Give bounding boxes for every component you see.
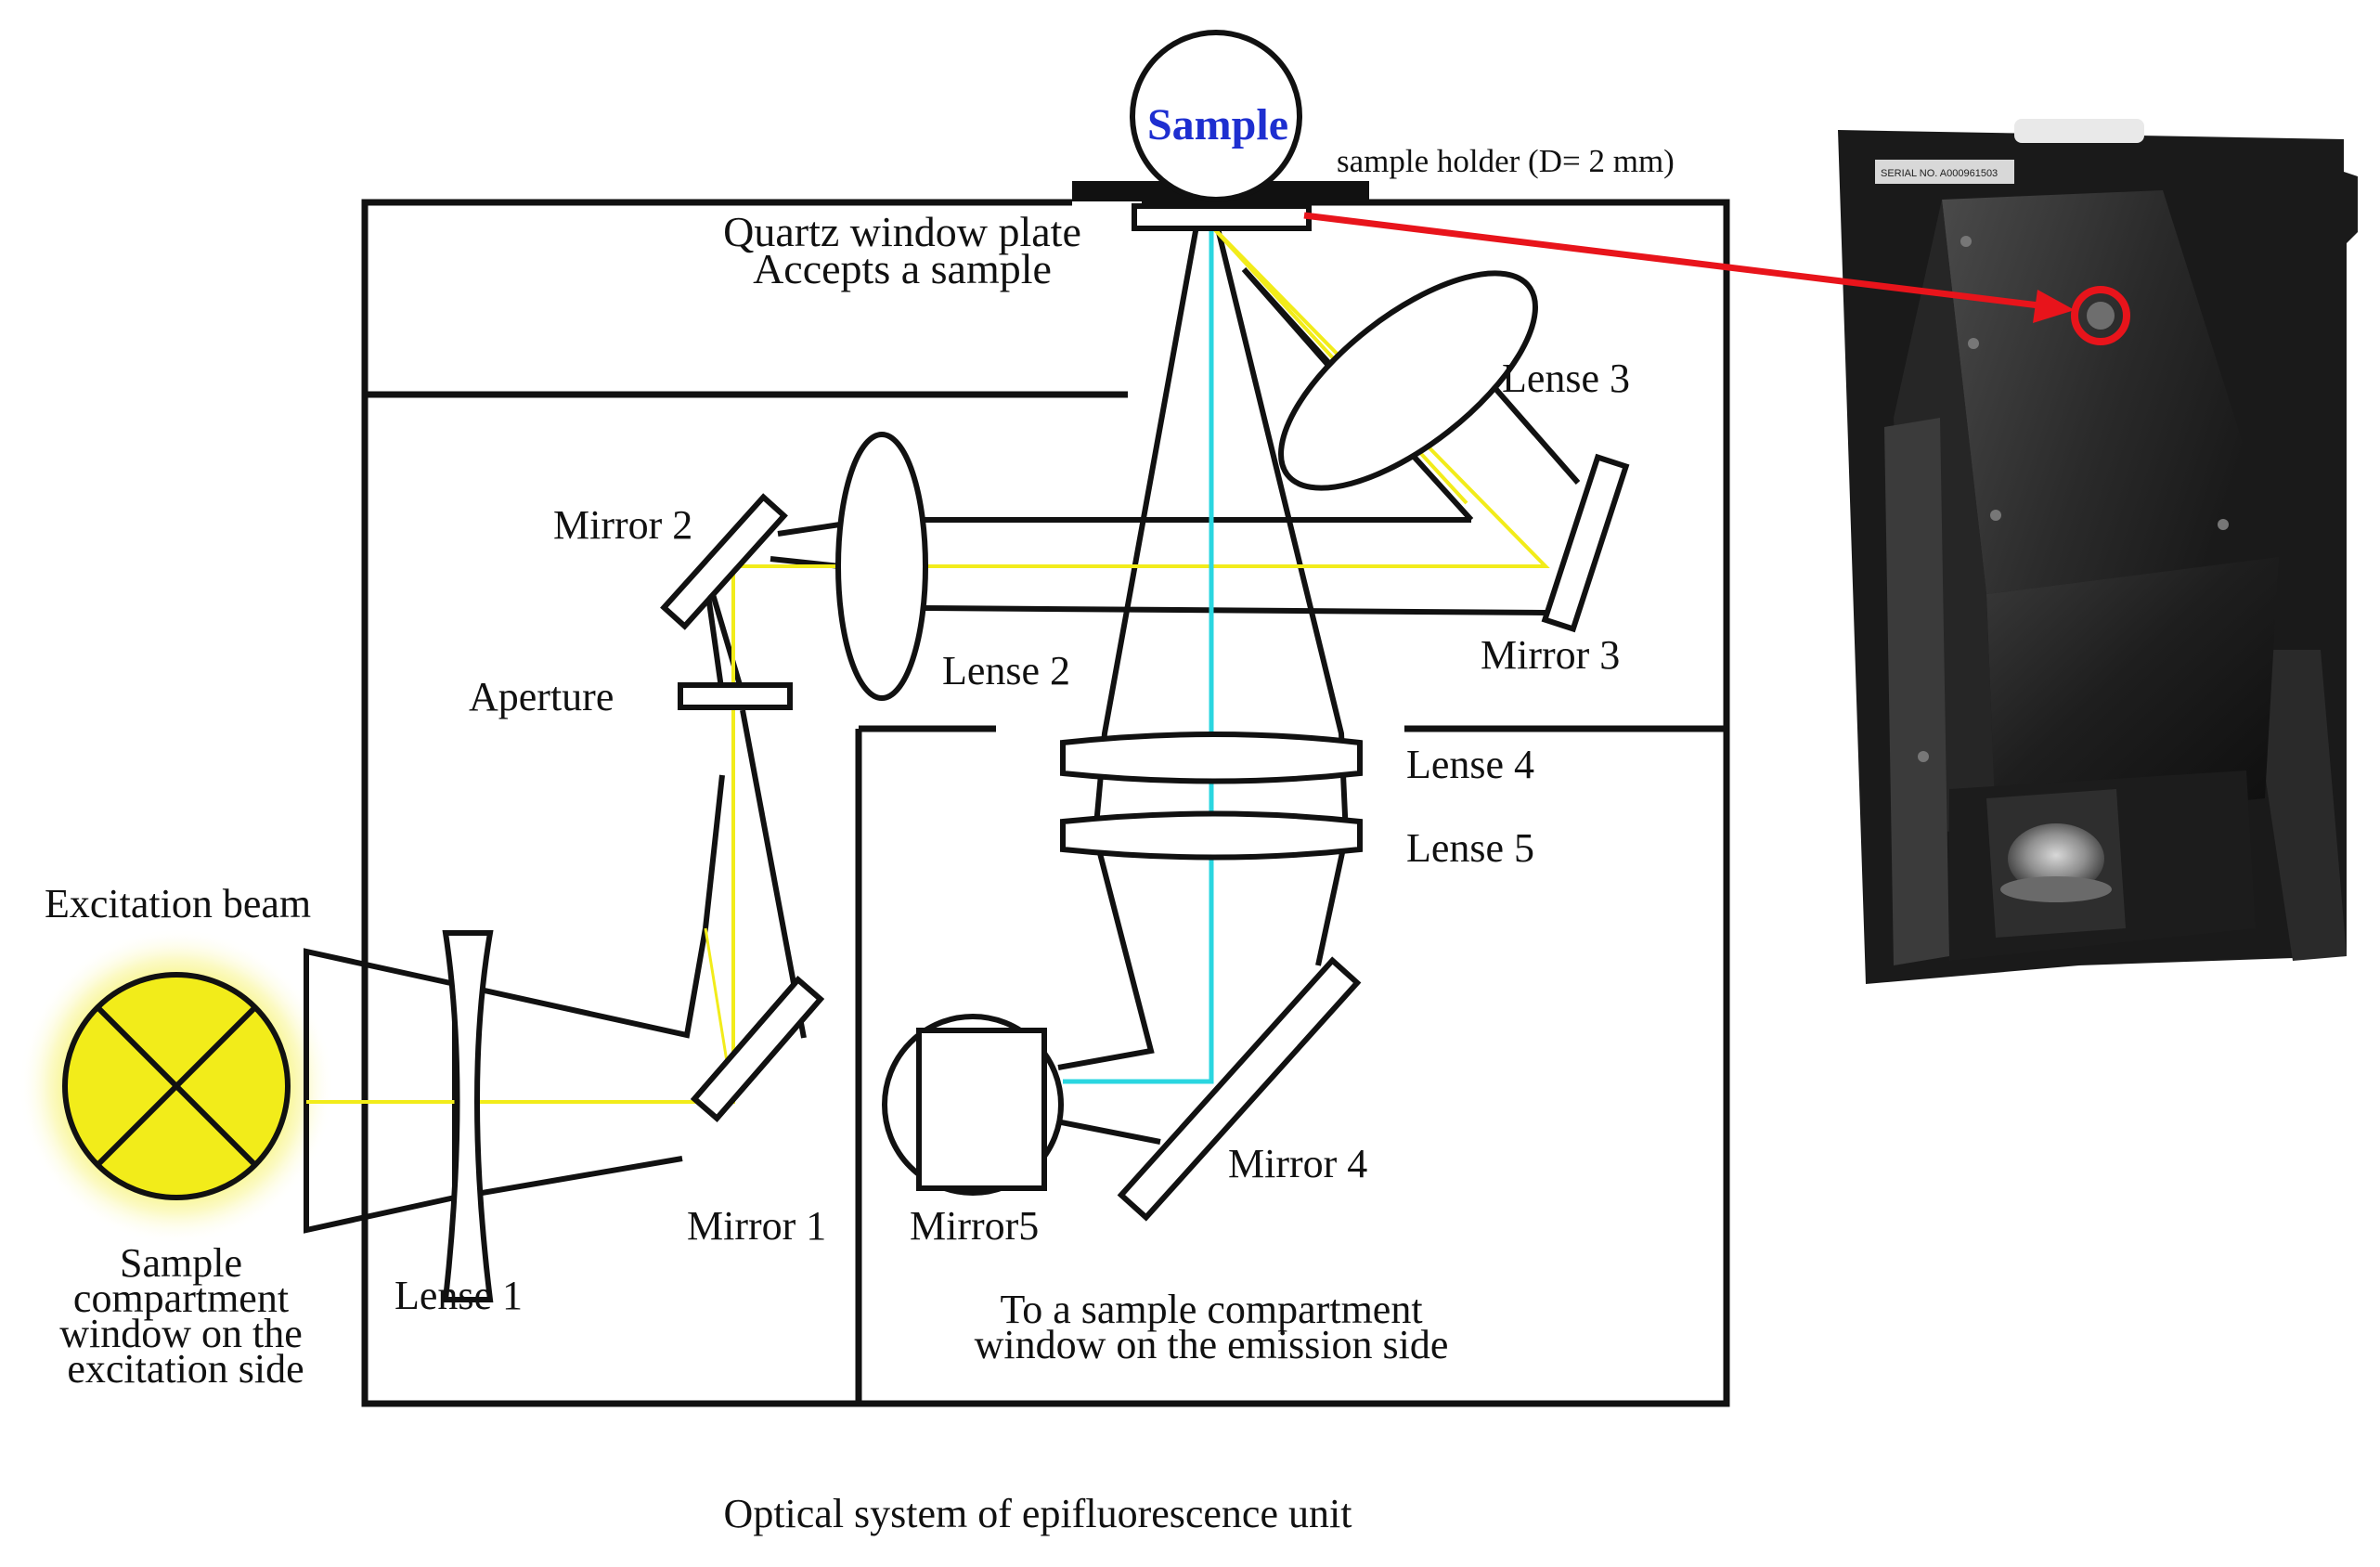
arrow-shaft	[1303, 212, 2048, 310]
ray-emission-left	[1057, 220, 1200, 1070]
photo-rail	[2246, 650, 2347, 961]
lens-2-label: Lense 2	[942, 648, 1070, 693]
lens-5	[1060, 810, 1363, 861]
ray-m5-lower	[1055, 1119, 1161, 1145]
excitation-window-line4: excitation side	[67, 1346, 304, 1392]
excitation-beam-label: Excitation beam	[45, 881, 311, 926]
emission-window-line1: To a sample compartment	[1000, 1287, 1422, 1332]
mirror-2-label: Mirror 2	[553, 502, 692, 548]
photo-lower-housing	[1884, 418, 1949, 965]
photo-sample-hole	[2087, 302, 2115, 330]
arrow-head-icon	[2033, 290, 2075, 323]
optical-elements	[442, 270, 1630, 1302]
mirror-4-label: Mirror 4	[1228, 1141, 1367, 1186]
aperture-label: Aperture	[469, 674, 614, 719]
excitation-window-line3: window on the	[59, 1311, 303, 1356]
sample-holder-label: sample holder (D= 2 mm)	[1337, 143, 1675, 179]
excitation-window-line2: compartment	[73, 1276, 289, 1321]
sample-label: Sample	[1147, 100, 1288, 149]
lens-4-label: Lense 4	[1406, 742, 1534, 787]
ray-exc-lower-a	[454, 1156, 683, 1200]
sample-circle	[1130, 30, 1302, 202]
photo-screw	[2218, 519, 2229, 530]
lens-3-label: Lense 3	[1502, 356, 1630, 401]
photo-screw	[1918, 751, 1929, 762]
photo-front-face	[1986, 557, 2279, 826]
quartz-label-line2: Accepts a sample	[753, 245, 1052, 292]
diagram-caption: Optical system of epifluorescence unit	[724, 1491, 1352, 1536]
lens-1-label: Lense 1	[395, 1273, 523, 1318]
excitation-beam-yellow	[306, 219, 1550, 1104]
excitation-window-line1: Sample	[120, 1240, 242, 1286]
mirror-1-label: Mirror 1	[687, 1203, 826, 1249]
quartz-label-line1: Quartz window plate	[723, 208, 1081, 255]
sample-assembly: Sample	[1072, 30, 1369, 231]
lens-2	[835, 432, 928, 701]
photo-serial-plate	[1875, 160, 2014, 184]
ray-exc-upper-a	[454, 774, 725, 1039]
photo-tab	[2014, 119, 2144, 143]
photo-screw	[1968, 338, 1979, 349]
diagram-labels: sample holder (D= 2 mm) Quartz window pl…	[45, 143, 1675, 1536]
mirror-3	[1541, 453, 1630, 633]
excitation-source	[19, 928, 334, 1244]
wall-top-right	[1142, 199, 1730, 724]
lens-1	[442, 930, 494, 1302]
photo-sample-hole-highlight	[2071, 286, 2130, 345]
wall-outer	[361, 199, 1730, 1407]
photo-serial-text: SERIAL NO. A000961503	[1881, 168, 1998, 179]
mirror-4	[1117, 956, 1362, 1222]
photo-screw	[1990, 510, 2001, 521]
ray-m2-upper	[777, 522, 841, 537]
emission-beam-cyan	[1063, 221, 1214, 1084]
pointer-arrow	[1303, 212, 2075, 323]
mirror-2	[660, 493, 788, 630]
ray-l2-m3-lower	[923, 605, 1546, 615]
mirror-5	[916, 1028, 1047, 1191]
photo-lens-mount	[2000, 876, 2112, 902]
unit-photo: SERIAL NO. A000961503	[1838, 119, 2358, 984]
lens-5-label: Lense 5	[1406, 825, 1534, 871]
mirror-5-label: Mirror5	[910, 1203, 1039, 1249]
photo-top-face	[1942, 190, 2279, 594]
photo-screw	[1960, 236, 1972, 247]
photo-lens-icon	[2008, 823, 2104, 894]
ray-emission-right	[1213, 220, 1350, 966]
lens-4	[1060, 732, 1363, 784]
lamp-cross-b	[95, 1004, 258, 1168]
mirror-1-outline	[690, 976, 825, 1122]
lens-3	[1278, 270, 1538, 491]
mirror-3-label: Mirror 3	[1481, 632, 1620, 678]
enclosure-walls	[361, 199, 1730, 1407]
quartz-window-plate	[1132, 203, 1312, 231]
aperture	[678, 682, 793, 710]
emission-window-line2: window on the emission side	[975, 1322, 1449, 1367]
